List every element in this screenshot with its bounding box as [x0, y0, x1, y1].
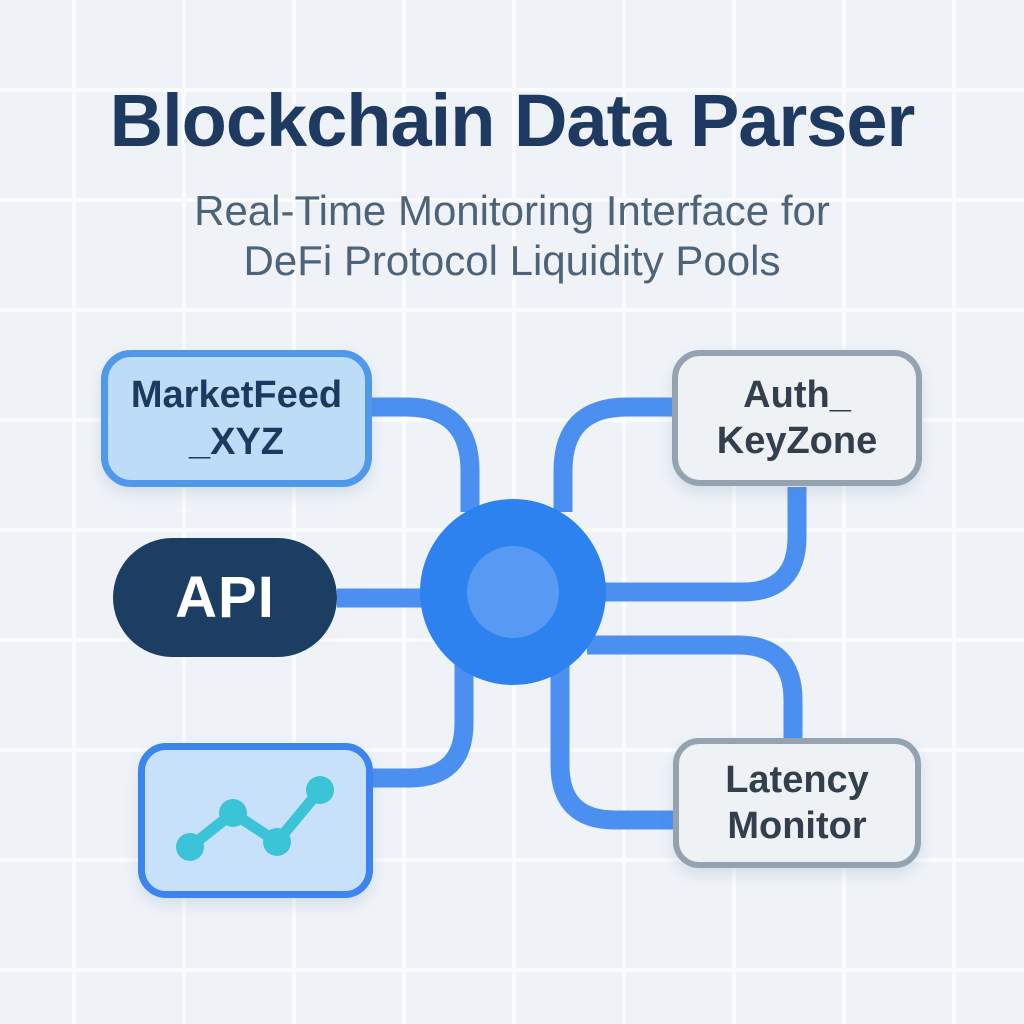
node-marketfeed-xyz: MarketFeed _XYZ — [101, 350, 372, 487]
page-subtitle: Real-Time Monitoring Interface for DeFi … — [0, 186, 1024, 285]
node-auth-label-line1: Auth_ — [743, 373, 851, 416]
node-marketfeed-label-line2: _XYZ — [188, 420, 285, 463]
node-marketfeed-label-line1: MarketFeed — [130, 374, 343, 417]
node-chart-box — [138, 743, 373, 898]
central-hub-core — [467, 546, 559, 638]
central-hub — [420, 499, 606, 685]
connector-marketfeed-to-hub — [372, 397, 480, 512]
api-label: API — [175, 565, 275, 630]
node-auth-keyzone: Auth_ KeyZone — [672, 350, 922, 486]
node-latency-label-line2: Monitor — [727, 805, 867, 847]
header: Blockchain Data Parser Real-Time Monitor… — [0, 84, 1024, 285]
node-auth-label-line2: KeyZone — [716, 420, 878, 462]
subtitle-line-2: DeFi Protocol Liquidity Pools — [243, 236, 781, 284]
node-api-pill: API — [113, 538, 337, 657]
node-latency-label-line1: Latency — [725, 758, 869, 801]
page-title: Blockchain Data Parser — [109, 79, 916, 162]
subtitle-line-1: Real-Time Monitoring Interface for — [194, 187, 830, 234]
connector-hub-to-auth-bottom — [598, 487, 807, 602]
node-latency-monitor: Latency Monitor — [673, 738, 921, 868]
connector-auth-left-to-hub — [553, 397, 672, 512]
line-chart-icon — [176, 776, 334, 861]
connector-hub-to-latency-left — [550, 655, 675, 830]
connector-hub-to-latency-top — [587, 635, 803, 740]
connector-chart-to-hub — [373, 660, 474, 788]
